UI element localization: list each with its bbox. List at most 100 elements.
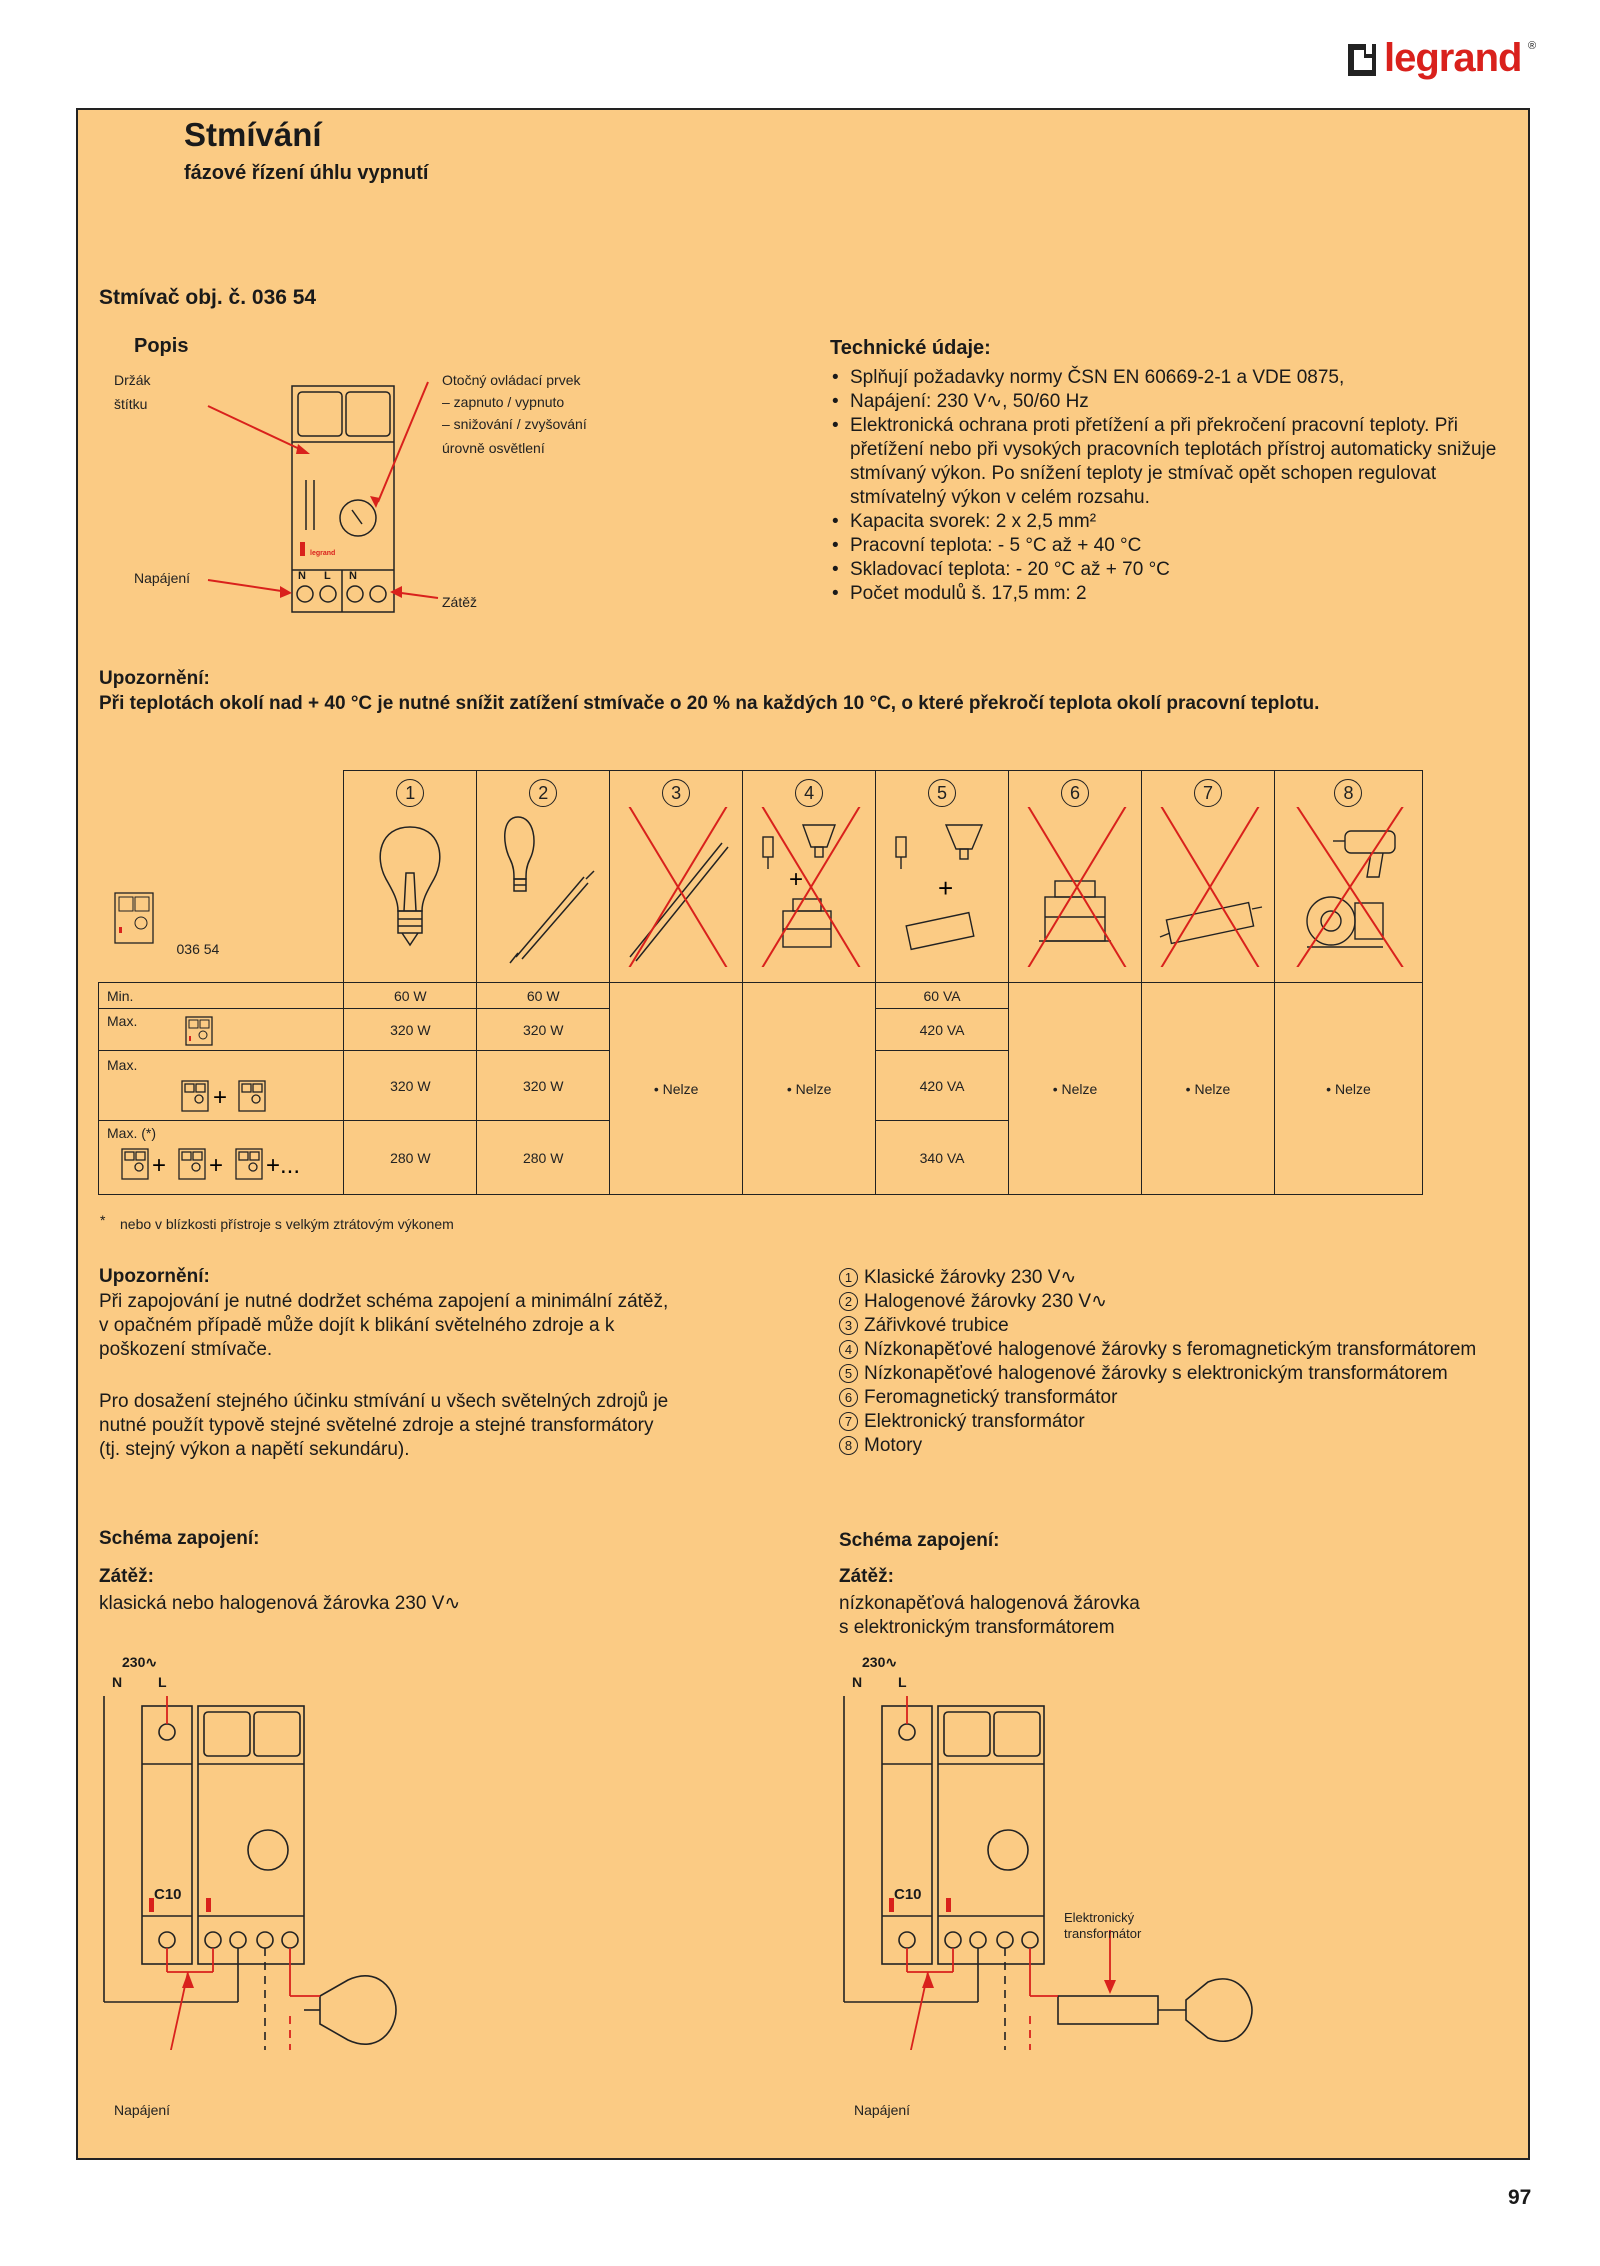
cell-value: 420 VA	[875, 1008, 1010, 1051]
col-number: 2	[529, 779, 558, 807]
legrand-logo-icon	[1348, 44, 1376, 76]
left-supply: Napájení	[114, 2102, 171, 2118]
right-l: L	[898, 1674, 907, 1690]
knob-text-2: – zapnuto / vypnuto	[442, 394, 565, 410]
knob-text-3: – snižování / zvyšování	[442, 416, 587, 432]
col-number: 3	[662, 779, 691, 807]
transformer-label-1: Elektronický	[1064, 1910, 1135, 1925]
label-holder-text-1: Držák	[114, 372, 151, 388]
load-label: Zátěž	[442, 594, 478, 610]
schema-left-heading: Schéma zapojení:	[99, 1528, 260, 1549]
schema-right-load-1: nízkonapěťová halogenová žárovka	[839, 1593, 1140, 1614]
cell-value: 340 VA	[875, 1120, 1010, 1195]
cell-value: 280 W	[476, 1120, 611, 1195]
cell-value: 280 W	[343, 1120, 478, 1195]
svg-text:+: +	[209, 1152, 223, 1179]
popis-heading: Popis	[134, 335, 189, 357]
left-breaker: C10	[154, 1886, 182, 1903]
row-label: Max. (*)	[107, 1125, 156, 1141]
motor-icon	[1286, 790, 1415, 984]
col-number: 7	[1193, 779, 1222, 807]
warning2-p1: Při zapojování je nutné dodržet schéma z…	[99, 1291, 669, 1360]
two-modules-icon: +	[181, 1080, 266, 1112]
plus-sign: +	[213, 1084, 227, 1111]
brand-wordmark: legrand	[1384, 36, 1522, 80]
dimmer-description-diagram: legrand	[207, 381, 439, 613]
brand-registered: ®	[1528, 40, 1537, 52]
wiring-diagram-left	[103, 1696, 397, 2050]
tech-item: Kapacita svorek: 2 x 2,5 mm²	[830, 510, 1500, 534]
schema-left-load-heading: Zátěž:	[99, 1566, 154, 1587]
tech-item: Napájení: 230 V∿, 50/60 Hz	[830, 390, 1500, 414]
cell-not-possible: • Nelze	[1273, 982, 1424, 1195]
cell-not-possible: • Nelze	[609, 982, 744, 1195]
module-icon	[185, 1016, 213, 1046]
product-code: 036 54	[176, 940, 220, 957]
fluorescent-tube-icon	[619, 790, 738, 984]
schema-left-load-text: klasická nebo halogenová žárovka 230 V∿	[99, 1593, 461, 1614]
device-brand-mark: legrand	[310, 550, 335, 557]
terminal-n: N	[298, 570, 306, 582]
dimmer-module-icon	[113, 891, 154, 944]
product-title: Stmívač obj. č. 036 54	[99, 286, 317, 309]
cell-value: 320 W	[476, 1008, 611, 1051]
tech-list: Splňují požadavky normy ČSN EN 60669-2-1…	[830, 366, 1500, 606]
cell-value: 320 W	[476, 1050, 611, 1121]
cell-not-possible: • Nelze	[742, 982, 877, 1195]
svg-text:+: +	[152, 1152, 166, 1179]
footnote-mark: *	[100, 1212, 106, 1228]
right-n: N	[852, 1674, 863, 1690]
cell-value: 60 W	[476, 982, 611, 1009]
tech-item: Splňují požadavky normy ČSN EN 60669-2-1…	[830, 366, 1500, 390]
tech-item: Pracovní teplota: - 5 °C až + 40 °C	[830, 534, 1500, 558]
tech-item: Počet modulů š. 17,5 mm: 2	[830, 582, 1500, 606]
row-label: Max.	[107, 1057, 138, 1073]
schema-right-load-heading: Zátěž:	[839, 1566, 894, 1587]
col-number: 5	[928, 779, 957, 807]
lv-halogen-ferro-icon: +	[752, 790, 870, 984]
tech-item: Elektronická ochrana proti přetížení a p…	[830, 414, 1500, 510]
svg-text:+...: +...	[266, 1152, 300, 1179]
lv-halogen-electronic-icon: +	[895, 824, 984, 951]
cell-not-possible: • Nelze	[1008, 982, 1142, 1195]
label-holder-text-2: štítku	[114, 396, 148, 412]
left-voltage: 230∿	[122, 1654, 158, 1670]
schema-right-load-2: s elektronickým transformátorem	[839, 1617, 1115, 1638]
left-l: L	[158, 1674, 167, 1690]
page-subtitle: fázové řízení úhlu vypnutí	[184, 162, 429, 184]
transformer-label-2: transformátor	[1064, 1926, 1142, 1941]
warning2-p2: Pro dosažení stejného účinku stmívání u …	[99, 1391, 669, 1460]
terminal-n2: N	[349, 570, 357, 582]
incandescent-bulb-icon	[379, 826, 441, 947]
right-supply: Napájení	[854, 2102, 911, 2118]
knob-text-4: úrovně osvětlení	[442, 440, 545, 456]
cell-value: 320 W	[343, 1050, 478, 1121]
cell-value: 60 VA	[875, 982, 1010, 1009]
warning2-heading: Upozornění:	[99, 1266, 210, 1287]
plus-sign: +	[789, 866, 803, 893]
schema-right-heading: Schéma zapojení:	[839, 1530, 1000, 1551]
page-title: Stmívání	[184, 116, 322, 153]
col-number: 8	[1334, 779, 1363, 807]
col-number: 1	[396, 779, 425, 807]
electronic-transformer-icon	[1151, 790, 1269, 984]
cell-value: 320 W	[343, 1008, 478, 1051]
warning1-text: Při teplotách okolí nad + 40 °C je nutné…	[99, 693, 1320, 714]
col-number: 6	[1061, 779, 1090, 807]
cell-value: 60 W	[343, 982, 478, 1009]
cell-value: 420 VA	[875, 1050, 1010, 1121]
three-modules-icon: + + +...	[121, 1148, 300, 1180]
page-number: 97	[1508, 2186, 1532, 2209]
cell-not-possible: • Nelze	[1141, 982, 1275, 1195]
supply-label: Napájení	[134, 570, 191, 586]
halogen-bulb-icon	[504, 816, 595, 964]
row-label: Max.	[107, 1013, 138, 1029]
